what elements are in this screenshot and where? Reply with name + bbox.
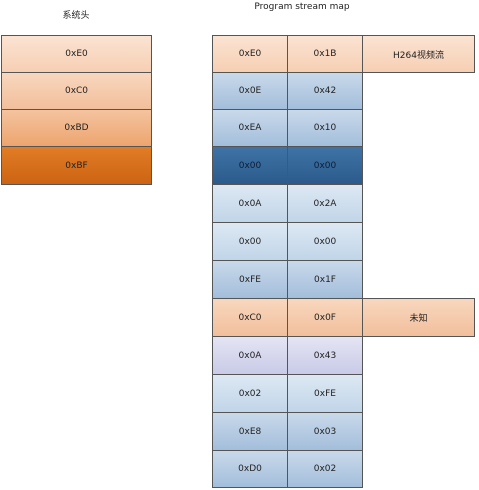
system-header-cell: 0xC0 — [1, 72, 152, 110]
psm-cell: 0x0A — [212, 336, 288, 375]
psm-cell: 0x0A — [212, 184, 288, 223]
psm-cell: 0xFE — [212, 260, 288, 299]
system-header-cell: 0xBF — [1, 146, 152, 185]
psm-cell: 0x00 — [287, 222, 363, 261]
h264-video-stream-note: H264视频流 — [362, 35, 475, 73]
psm-cell: 0x00 — [287, 146, 363, 185]
psm-cell: 0x43 — [287, 336, 363, 375]
psm-cell: 0x00 — [212, 222, 288, 261]
psm-cell: 0x42 — [287, 72, 363, 110]
system-header-title: 系统头 — [62, 11, 90, 21]
psm-cell: 0xE0 — [212, 35, 288, 73]
psm-cell: 0x00 — [212, 146, 288, 185]
psm-cell: 0x02 — [212, 374, 288, 413]
psm-cell: 0xE8 — [212, 412, 288, 451]
psm-cell: 0xFE — [287, 374, 363, 413]
psm-cell: 0x1B — [287, 35, 363, 73]
system-header-cell: 0xBD — [1, 109, 152, 147]
psm-cell: 0x0E — [212, 72, 288, 110]
system-header-cell: 0xE0 — [1, 35, 152, 73]
program-stream-map-title: Program stream map — [254, 2, 350, 12]
psm-cell: 0x0F — [287, 298, 363, 337]
psm-cell: 0x10 — [287, 109, 363, 147]
psm-cell: 0xEA — [212, 109, 288, 147]
psm-cell: 0x03 — [287, 412, 363, 451]
psm-cell: 0x2A — [287, 184, 363, 223]
psm-cell: 0x1F — [287, 260, 363, 299]
unknown-note: 未知 — [362, 298, 475, 337]
psm-cell: 0x02 — [287, 450, 363, 488]
psm-cell: 0xD0 — [212, 450, 288, 488]
psm-cell: 0xC0 — [212, 298, 288, 337]
